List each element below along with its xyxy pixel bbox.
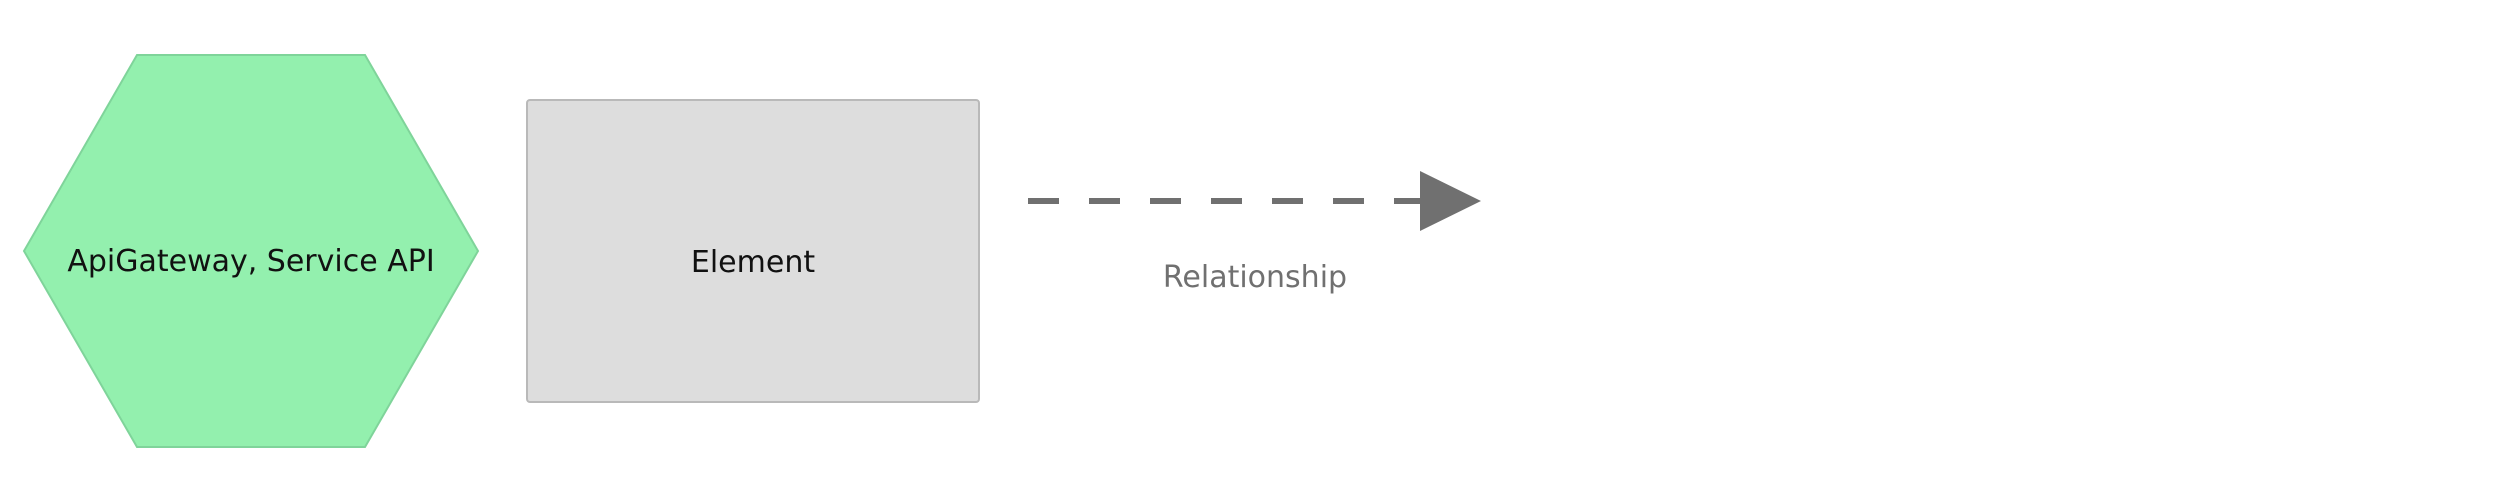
api-gateway-label: ApiGateway, Service API [67, 244, 434, 279]
element-box [526, 99, 980, 403]
relationship-arrowhead-icon [1420, 171, 1481, 231]
element-label: Element [691, 245, 815, 280]
legend-item-relationship: Relationship [1028, 171, 1481, 295]
legend-item-element: Element [526, 99, 980, 403]
api-gateway-hexagon [22, 54, 480, 448]
legend-item-api-gateway: ApiGateway, Service API [22, 54, 480, 448]
relationship-label: Relationship [1163, 260, 1347, 295]
